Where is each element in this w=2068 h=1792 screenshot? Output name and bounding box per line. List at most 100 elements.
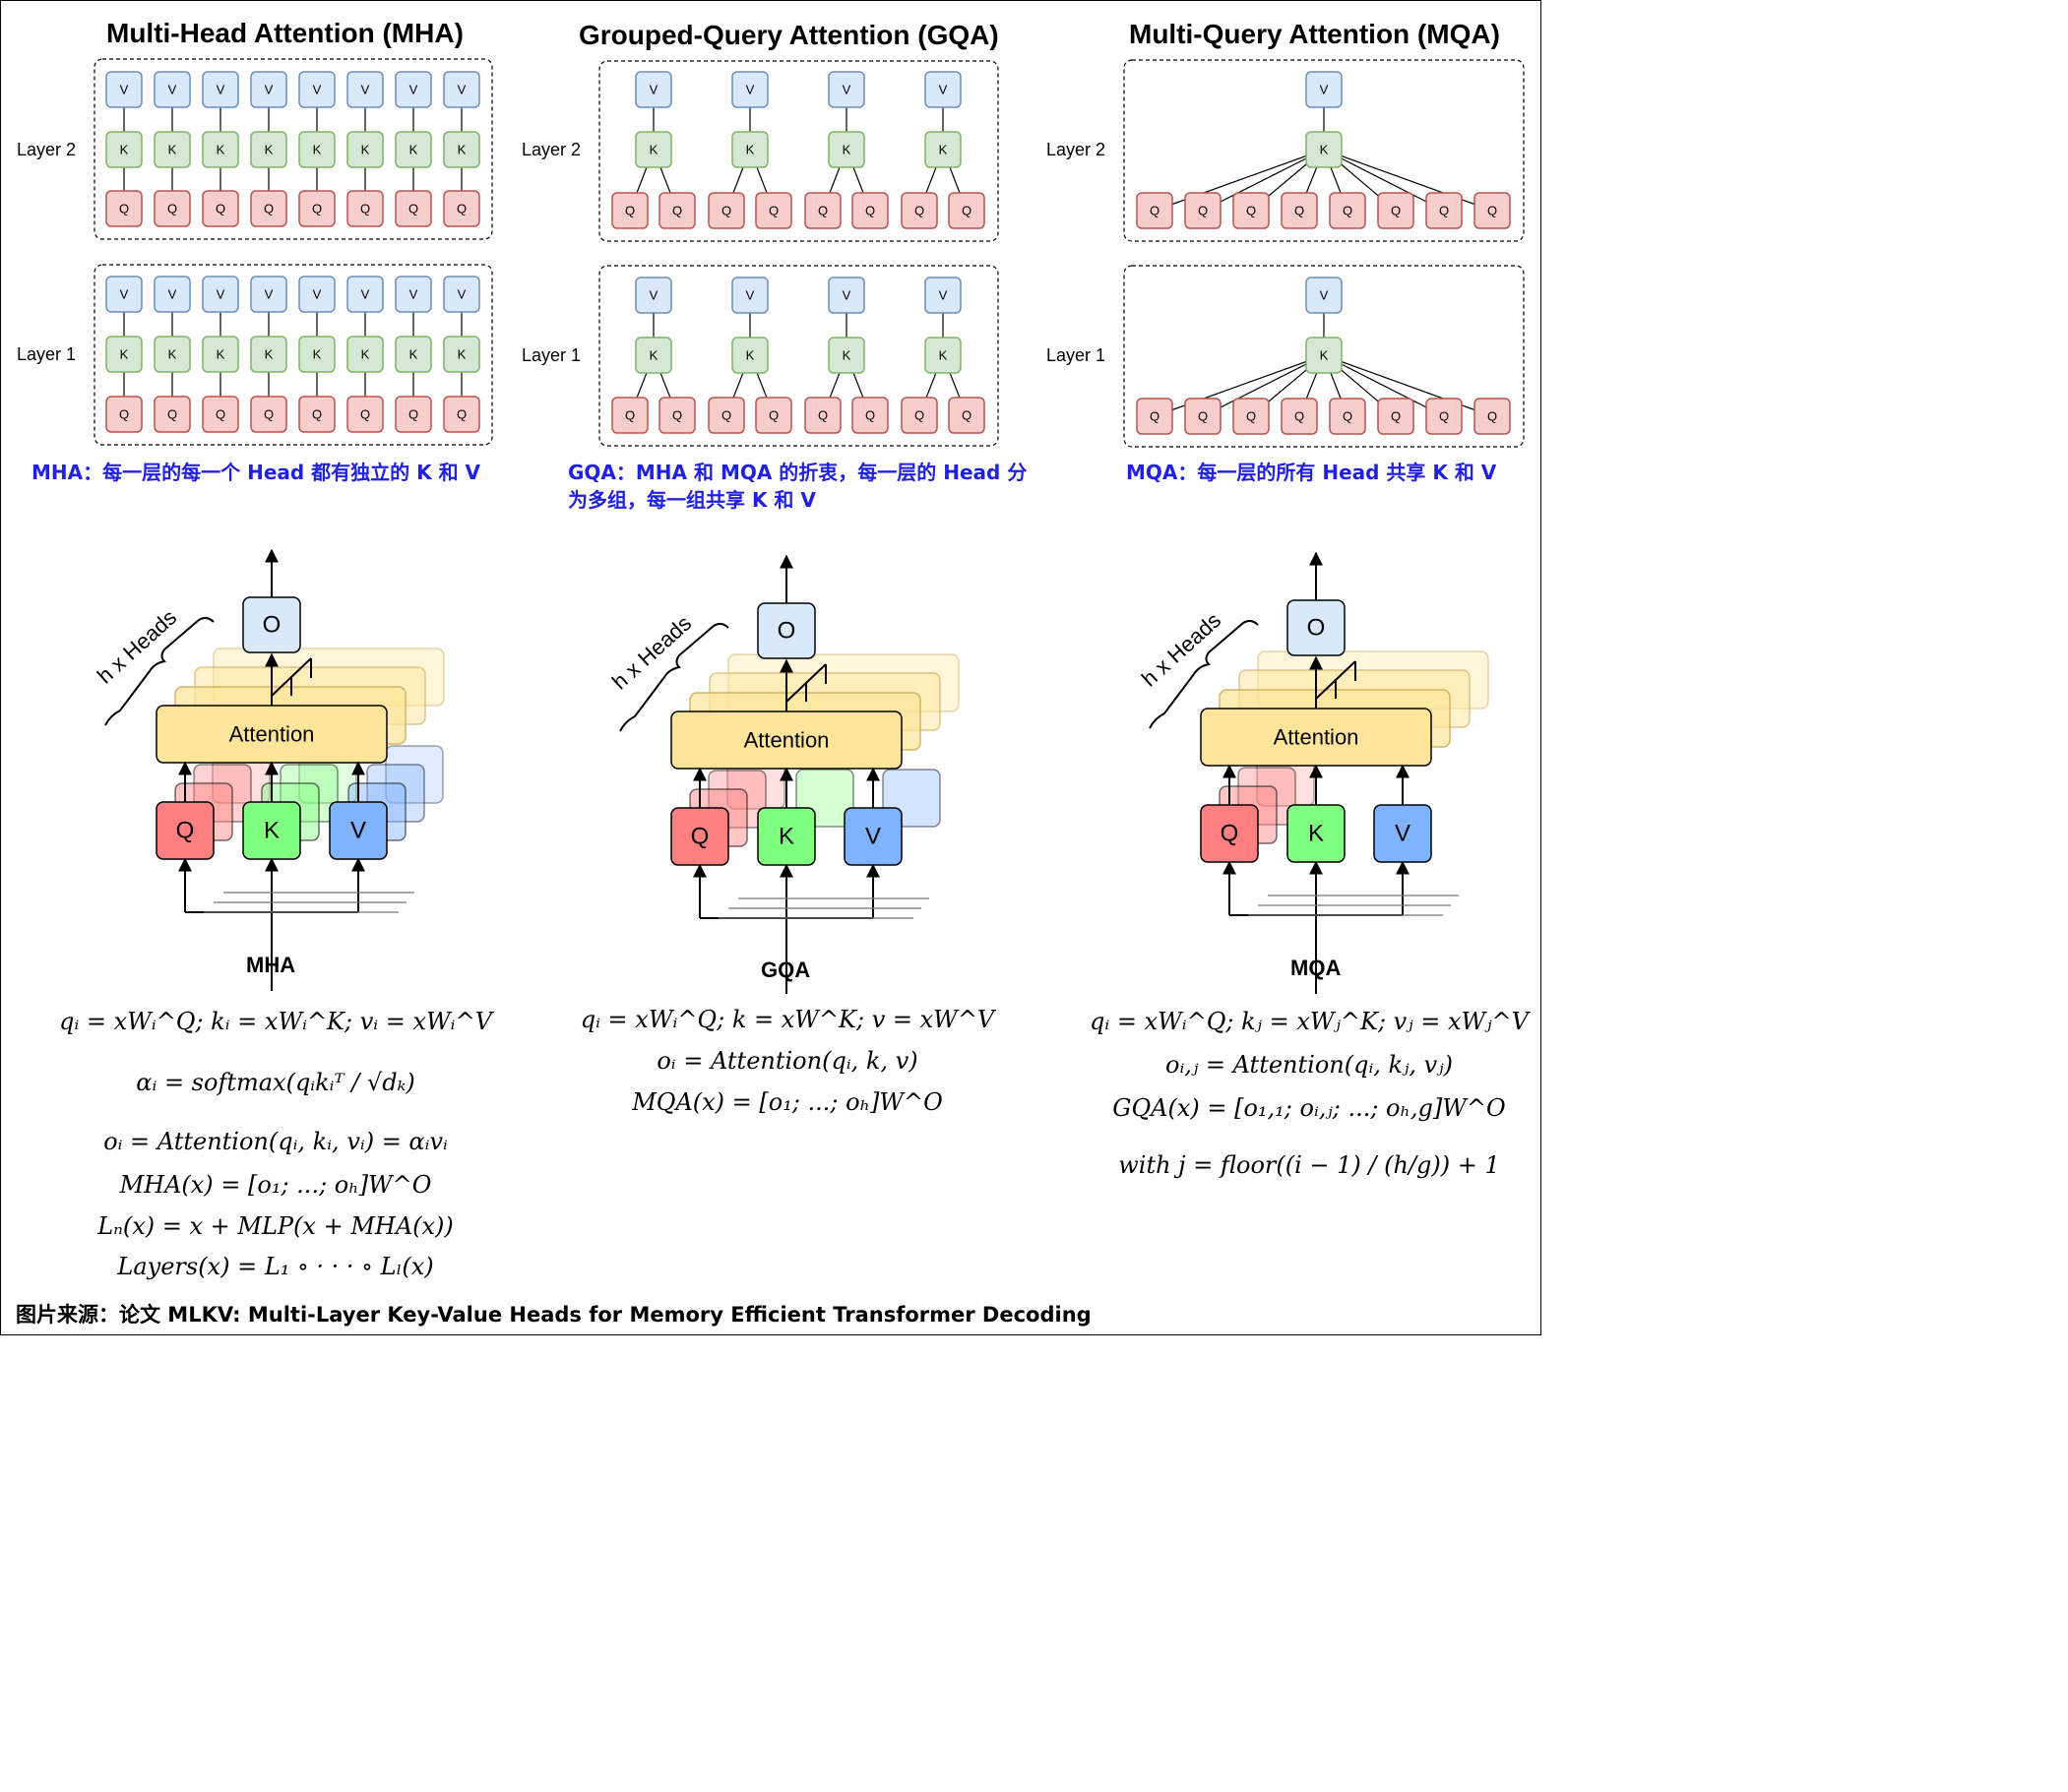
layer-label: Layer 2 [1046,140,1105,159]
v-node-label: V [843,288,851,303]
mha-eq-5: Lₙ(x) = x + MLP(x + MHA(x)) [97,1212,454,1240]
k-node [828,337,865,374]
q-node-label: Q [962,408,971,423]
q-node [395,190,432,227]
v-node [105,276,143,313]
k-node-label: K [1320,143,1329,157]
v-node-label: V [1320,288,1329,303]
edge-line [1323,354,1493,417]
v-node [154,71,191,108]
v-node-label: V [120,83,129,97]
mqa-block-name: MQA [1290,956,1342,980]
k-node [346,131,384,168]
q-node-label: Q [264,407,274,422]
k-node [346,336,384,373]
v-node-label: V [217,83,225,97]
v-node [635,277,672,314]
q-node-label: Q [721,408,731,423]
q-node [708,192,745,229]
output-box-label: O [1307,615,1326,642]
edge-line [1202,149,1325,212]
k-node [1305,337,1343,374]
mha-note: MHA：每一层的每一个 Head 都有独立的 K 和 V [31,461,481,484]
q-node-label: Q [1343,204,1352,218]
v-node-label: V [313,287,322,302]
q-node [1377,398,1414,435]
q-node-label: Q [865,408,875,423]
q-node-label: Q [1391,409,1401,424]
edge-line [1154,149,1325,212]
v-node-label: V [409,287,418,302]
q-node [901,397,938,434]
q-node [154,190,191,227]
q-node [658,397,696,434]
q-box-label: Q [691,824,710,850]
k-node [731,131,769,168]
q-node [105,190,143,227]
v-node-label: V [939,288,948,303]
v-node-label: V [650,288,658,303]
q-node-label: Q [119,202,129,216]
q-node [443,190,480,227]
q-node [346,190,384,227]
k-node-label: K [409,347,418,362]
v-node-label: V [650,83,658,97]
v-node-label: V [265,287,274,302]
layer-label: Layer 2 [17,140,76,159]
q-node-label: Q [865,204,875,218]
k-node [443,336,480,373]
q-node-label: Q [769,408,779,423]
q-node-label: Q [408,407,418,422]
v-node [828,277,865,314]
q-node-label: Q [1487,409,1497,424]
k-node [635,131,672,168]
gqa-eq-1: qᵢ = xWᵢ^Q; k = xW^K; v = xW^V [580,1006,995,1033]
concat-line [785,663,827,703]
k-node-label: K [746,143,755,157]
edge-line [1323,149,1493,212]
k-box-label: K [264,818,280,844]
v-node [395,71,432,108]
q-node-label: Q [1246,204,1256,218]
k-node [154,336,191,373]
q-node [611,192,649,229]
layer-label: Layer 2 [522,140,581,159]
k-node [298,131,336,168]
v-node-label: V [217,287,225,302]
concat-line [1315,660,1356,700]
v-node-label: V [168,287,177,302]
k-node-label: K [361,143,370,157]
q-node [395,396,432,433]
v-node-label: V [313,83,322,97]
q-node [1425,192,1463,229]
k-node-label: K [217,143,225,157]
q-node-label: Q [1246,409,1256,424]
q-node-label: Q [457,407,467,422]
q-node-label: Q [216,202,225,216]
q-node-label: Q [119,407,129,422]
heads-brace [619,622,729,732]
v-node [346,71,384,108]
v-node [250,276,287,313]
k-node-label: K [458,143,467,157]
k-node-label: K [313,347,322,362]
k-node [443,131,480,168]
q-node-label: Q [721,204,731,218]
v-node-label: V [361,287,370,302]
q-node-label: Q [457,202,467,216]
gqa-note: GQA：MHA 和 MQA 的折衷，每一层的 Head 分为多组，每一组共享 K… [568,461,1028,512]
v-node-label: V [746,83,755,97]
q-node [105,396,143,433]
q-node [851,397,889,434]
q-node-label: Q [360,407,370,422]
q-node [804,397,842,434]
q-node-label: Q [1150,409,1159,424]
v-node [250,71,287,108]
q-node [804,192,842,229]
q-node-label: Q [360,202,370,216]
k-node-label: K [939,143,948,157]
mha-eq-3: oᵢ = Attention(qᵢ, kᵢ, vᵢ) = αᵢvᵢ [103,1128,448,1155]
k-box-label: K [779,824,794,850]
q-node-label: Q [167,407,177,422]
v-node-label: V [746,288,755,303]
